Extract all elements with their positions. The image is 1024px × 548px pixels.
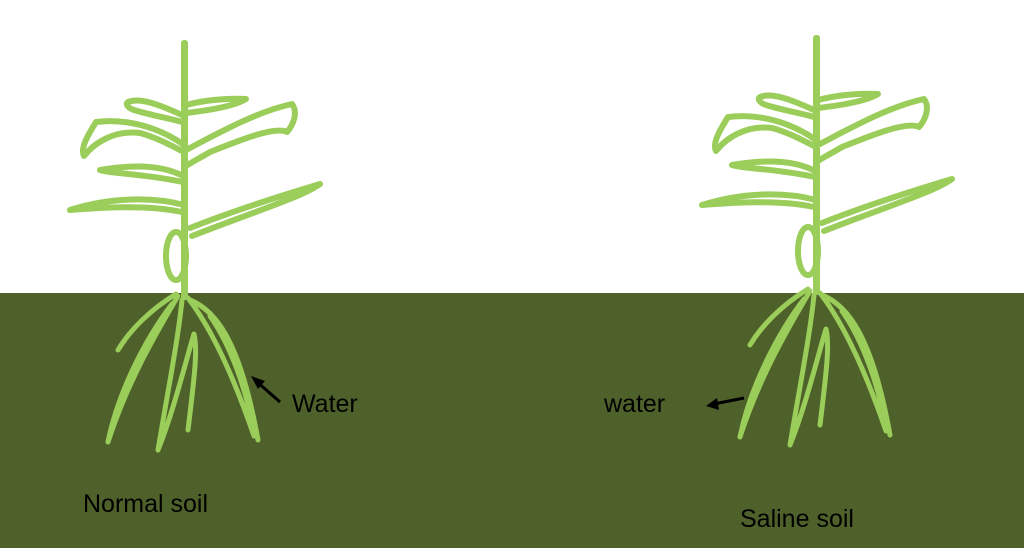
- saline-soil-caption: Saline soil: [740, 505, 854, 533]
- water-out-arrow-icon: [706, 396, 745, 410]
- water-label-saline: water: [604, 390, 666, 418]
- saline-soil-plant: [702, 35, 952, 445]
- water-in-arrow-icon: [251, 376, 281, 404]
- normal-soil-plant: [70, 40, 320, 450]
- water-label-normal: Water: [292, 390, 358, 418]
- normal-soil-caption: Normal soil: [83, 490, 209, 518]
